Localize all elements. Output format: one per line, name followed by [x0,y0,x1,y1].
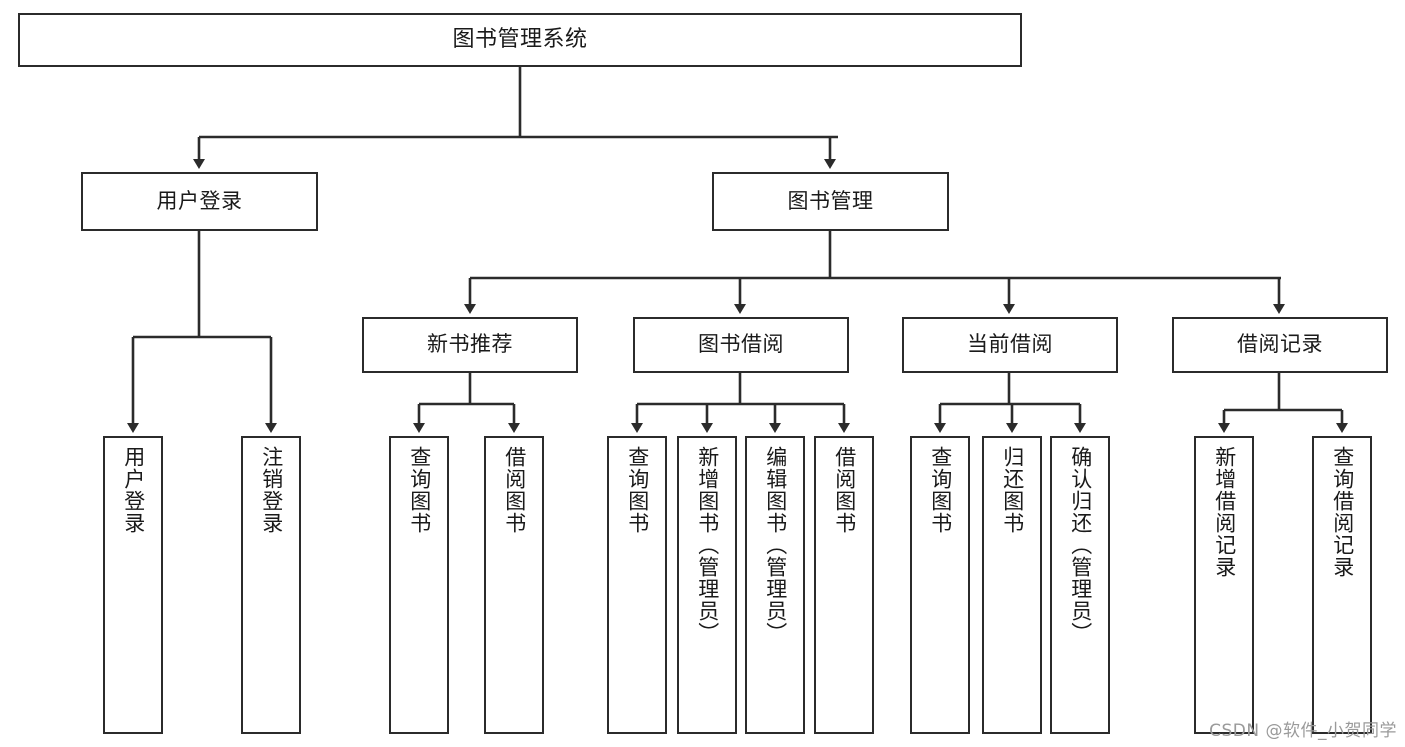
leaf-return-book-label: 归还图书 [1000,446,1025,534]
leaf-logout-login-label: 注销登录 [259,446,284,534]
leaf-confirm-return-admin[interactable]: 确认归还（管理员） [1050,436,1110,734]
leaf-add-book-admin[interactable]: 新增图书（管理员） [677,436,737,734]
leaf-return-book[interactable]: 归还图书 [982,436,1042,734]
node-current-borrowing-label: 当前借阅 [967,332,1053,357]
leaf-confirm-return-admin-label: 确认归还（管理员） [1068,446,1093,644]
node-user-login[interactable]: 用户登录 [81,172,318,231]
leaf-query-book-recommendation-label: 查询图书 [407,446,432,534]
leaf-borrow-book-borrowing[interactable]: 借阅图书 [814,436,874,734]
node-root[interactable]: 图书管理系统 [18,13,1022,67]
leaf-borrow-book-recommendation-label: 借阅图书 [502,446,527,534]
leaf-query-borrowing-record-label: 查询借阅记录 [1330,446,1355,578]
leaf-edit-book-admin[interactable]: 编辑图书（管理员） [745,436,805,734]
node-current-borrowing[interactable]: 当前借阅 [902,317,1118,373]
leaf-query-book-borrowing-label: 查询图书 [625,446,650,534]
leaf-add-book-admin-label: 新增图书（管理员） [695,446,720,644]
leaf-user-login-label: 用户登录 [121,446,146,534]
leaf-query-book-borrowing[interactable]: 查询图书 [607,436,667,734]
leaf-borrow-book-recommendation[interactable]: 借阅图书 [484,436,544,734]
node-new-book-recommendation[interactable]: 新书推荐 [362,317,578,373]
leaf-logout-login[interactable]: 注销登录 [241,436,301,734]
leaf-borrow-book-borrowing-label: 借阅图书 [832,446,857,534]
leaf-query-book-recommendation[interactable]: 查询图书 [389,436,449,734]
node-user-login-label: 用户登录 [156,188,243,213]
csdn-watermark: CSDN @软件_小贺同学 [1209,721,1397,741]
leaf-edit-book-admin-label: 编辑图书（管理员） [763,446,788,644]
leaf-add-borrowing-record[interactable]: 新增借阅记录 [1194,436,1254,734]
leaf-query-book-current-label: 查询图书 [928,446,953,534]
node-new-book-recommendation-label: 新书推荐 [427,332,513,357]
node-book-management-label: 图书管理 [787,188,874,213]
node-book-borrowing-label: 图书借阅 [698,332,784,357]
node-book-management[interactable]: 图书管理 [712,172,949,231]
leaf-add-borrowing-record-label: 新增借阅记录 [1212,446,1237,578]
leaf-user-login[interactable]: 用户登录 [103,436,163,734]
leaf-query-book-current[interactable]: 查询图书 [910,436,970,734]
leaf-query-borrowing-record[interactable]: 查询借阅记录 [1312,436,1372,734]
node-book-borrowing[interactable]: 图书借阅 [633,317,849,373]
node-root-label: 图书管理系统 [452,26,588,52]
node-borrowing-record-label: 借阅记录 [1237,332,1323,357]
node-borrowing-record[interactable]: 借阅记录 [1172,317,1388,373]
